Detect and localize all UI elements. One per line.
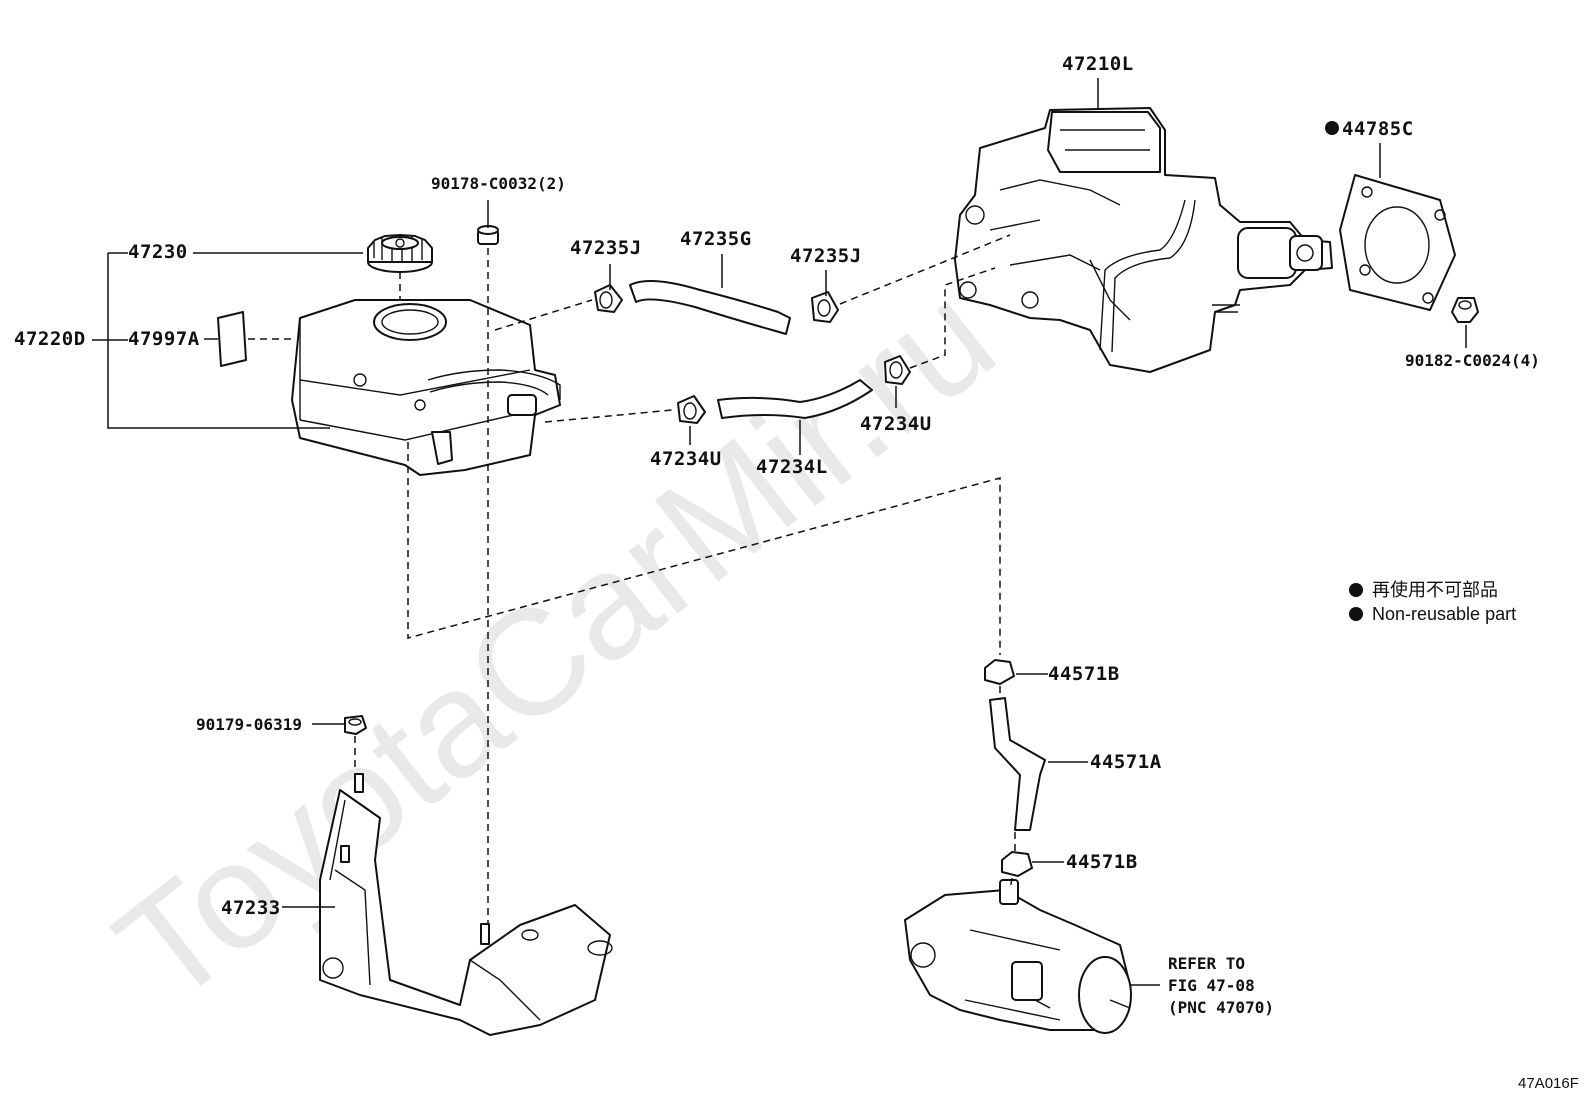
- label-47234L: 47234L: [756, 456, 828, 478]
- reservoir-tank[interactable]: [291, 299, 561, 476]
- bolt-90179[interactable]: [344, 715, 367, 735]
- label-90182: 90182-C0024(4): [1405, 351, 1540, 370]
- legend-item-jp: 再使用不可部品: [1372, 580, 1498, 600]
- label-47210L: 47210L: [1062, 53, 1134, 75]
- label-90179: 90179-06319: [196, 715, 302, 734]
- hose-47235g[interactable]: [629, 280, 791, 335]
- refer-line-1: REFER TO: [1168, 954, 1245, 973]
- legend-item-en: Non-reusable part: [1372, 604, 1516, 624]
- connection-lines: [248, 234, 1016, 925]
- label-47235J-right: 47235J: [790, 245, 862, 267]
- legend: 再使用不可部品 Non-reusable part: [1349, 580, 1516, 624]
- legend-bullet-icon: [1349, 583, 1363, 597]
- figure-code: 47A016F: [1518, 1075, 1579, 1092]
- hose-47234l[interactable]: [717, 379, 873, 419]
- label-47235G: 47235G: [680, 228, 752, 250]
- label-44571B-bottom: 44571B: [1066, 851, 1138, 873]
- hose-clamp-47235j-left[interactable]: [594, 284, 623, 313]
- reservoir-cap[interactable]: [367, 234, 433, 273]
- refer-line-3: (PNC 47070): [1168, 998, 1274, 1017]
- vacuum-pump-assembly[interactable]: [904, 879, 1132, 1034]
- hose-clamp-47234u-left[interactable]: [677, 395, 706, 424]
- gasket[interactable]: [1339, 174, 1456, 311]
- caution-plate[interactable]: [217, 311, 247, 367]
- label-47234U-left: 47234U: [650, 448, 722, 470]
- label-44571B-top: 44571B: [1048, 663, 1120, 685]
- hose-clamp-47234u-right[interactable]: [884, 355, 911, 385]
- brake-booster-assembly[interactable]: [954, 107, 1333, 373]
- legend-bullet-icon: [1349, 607, 1363, 621]
- label-47234U-right: 47234U: [860, 413, 932, 435]
- hose-clamp-47235j-right[interactable]: [811, 291, 839, 323]
- hose-clamp-44571b-bottom[interactable]: [1001, 851, 1033, 877]
- label-47220D: 47220D: [14, 328, 86, 350]
- leader-lines: [92, 78, 1467, 986]
- label-47235J-left: 47235J: [570, 237, 642, 259]
- non-reusable-marker-icon: [1325, 121, 1339, 135]
- hose-clamp-44571b-top[interactable]: [984, 659, 1015, 685]
- label-47997A: 47997A: [128, 328, 200, 350]
- refer-line-2: FIG 47-08: [1168, 976, 1255, 995]
- label-44785C: 44785C: [1342, 118, 1414, 140]
- nut-90182[interactable]: [1451, 297, 1479, 323]
- label-47233: 47233: [221, 897, 281, 919]
- grommet-90178[interactable]: [477, 225, 499, 245]
- label-90178: 90178-C0032(2): [431, 174, 566, 193]
- reservoir-bracket[interactable]: [319, 773, 613, 1036]
- hose-44571a[interactable]: [989, 697, 1046, 831]
- label-44571A: 44571A: [1090, 751, 1162, 773]
- label-47230: 47230: [128, 241, 188, 263]
